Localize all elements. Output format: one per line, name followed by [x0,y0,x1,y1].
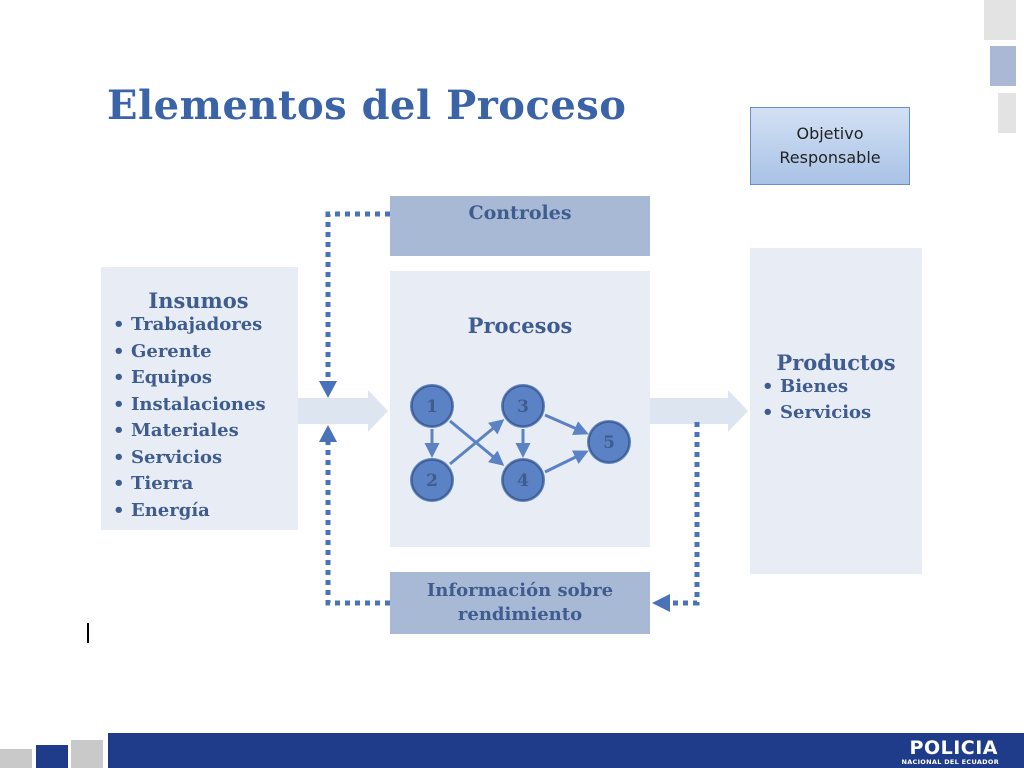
list-item: Bienes [762,374,922,400]
list-item: Materiales [113,418,298,445]
edge-4-5 [544,450,589,474]
svg-text:5: 5 [603,433,615,453]
svg-text:2: 2 [426,471,438,491]
process-heading: Procesos [467,313,573,338]
input-arrow [298,390,388,432]
deco-square-top [984,0,1016,40]
text-cursor [87,623,89,643]
process-panel: Procesos 1 2 3 [390,271,650,547]
svg-text:1: 1 [426,397,438,417]
controls-dotted-line [325,211,390,384]
output-dotted-line [672,422,700,606]
process-node-5: 5 [587,420,631,464]
list-item: Energía [113,498,298,525]
performance-info-line1: Información sobre [426,580,614,601]
responsible-label: Responsable [779,148,881,167]
info-dotted-line-left [325,440,390,606]
inputs-panel: Insumos Trabajadores Gerente Equipos Ins… [101,267,298,530]
edge-2-3 [449,419,505,466]
list-item: Servicios [762,400,922,426]
brand-subtitle: NACIONAL DEL ECUADOR [901,758,999,766]
process-node-4: 4 [501,458,545,502]
list-item: Trabajadores [113,312,298,339]
list-item: Instalaciones [113,392,298,419]
inputs-heading: Insumos [148,288,249,313]
outputs-panel: Productos Bienes Servicios [750,248,922,574]
footer-square-3 [71,740,103,768]
outputs-heading: Productos [776,350,896,375]
objective-box: Objetivo Responsable [750,107,910,185]
inputs-list: Trabajadores Gerente Equipos Instalacion… [113,312,298,524]
process-node-1: 1 [410,384,454,428]
footer-square-1 [0,749,32,768]
edge-3-5 [544,413,589,436]
svg-text:3: 3 [517,397,529,417]
process-graph: 1 2 3 4 5 [410,384,631,502]
objective-label: Objetivo [796,124,864,143]
performance-info-line2: rendimiento [457,604,583,625]
list-item: Gerente [113,339,298,366]
info-arrowhead-left [652,594,670,612]
controls-arrowhead [319,381,337,398]
list-item: Tierra [113,471,298,498]
controls-box: Controles [390,196,650,256]
process-node-3: 3 [501,384,545,428]
output-arrow [650,390,748,432]
slide-title: Elementos del Proceso [107,82,627,129]
process-node-2: 2 [410,458,454,502]
controls-label: Controles [468,202,572,224]
info-arrowhead-up [319,425,337,442]
performance-info-box: Información sobre rendimiento [390,572,650,634]
outputs-list: Bienes Servicios [762,374,922,426]
brand-logo-text: POLICIA [909,737,998,759]
svg-text:4: 4 [517,471,529,491]
footer-bar [108,733,1024,768]
deco-square-low [998,93,1016,133]
footer-square-2 [36,745,68,768]
deco-square-mid [990,46,1016,86]
list-item: Servicios [113,445,298,472]
list-item: Equipos [113,365,298,392]
